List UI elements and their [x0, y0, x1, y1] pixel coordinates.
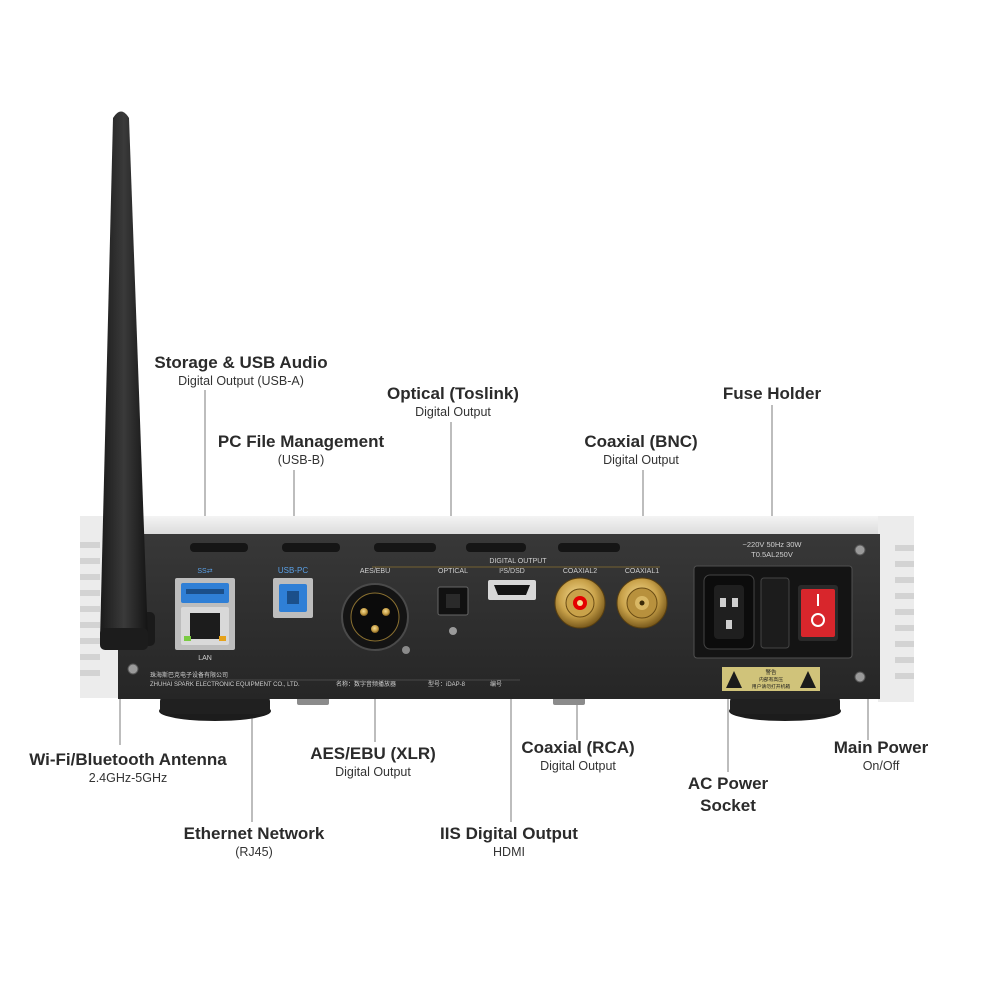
- warning-line1: 内部有高压: [759, 676, 783, 683]
- heatsink-left-fins: [80, 542, 100, 676]
- callout-title: Storage & USB Audio: [154, 353, 328, 372]
- callout-ac-power: AC Power Socket: [688, 773, 768, 817]
- panel-screws: [127, 544, 866, 683]
- callout-iis: IIS Digital Output HDMI: [440, 823, 578, 860]
- callout-title: Optical (Toslink): [387, 384, 519, 403]
- callout-subtitle: Digital Output: [540, 759, 616, 773]
- callout-subtitle: Digital Output: [603, 453, 679, 467]
- callout-title-line2: Socket: [700, 796, 756, 815]
- callout-coax-rca: Coaxial (RCA) Digital Output: [521, 737, 634, 774]
- callout-title: PC File Management: [217, 432, 385, 451]
- fuse-drawer: [760, 577, 790, 649]
- lan-label: LAN: [198, 655, 212, 662]
- callout-title: Coaxial (RCA): [521, 738, 635, 757]
- vent-slots: [190, 543, 620, 552]
- callout-pc-file: PC File Management (USB-B): [218, 431, 384, 468]
- callout-wifi-bt: Wi-Fi/Bluetooth Antenna 2.4GHz-5GHz: [29, 749, 227, 786]
- callout-ethernet: Ethernet Network (RJ45): [184, 823, 325, 860]
- callout-subtitle: 2.4GHz-5GHz: [88, 771, 168, 785]
- warning-title: 警告: [765, 668, 777, 676]
- callout-subtitle: Digital Output: [335, 765, 411, 779]
- callout-subtitle: Digital Output: [415, 405, 491, 419]
- callout-title: AES/EBU (XLR): [310, 744, 436, 763]
- power-spec-line1: ~220V 50Hz 30W: [743, 540, 803, 549]
- i2s-label: I²S/DSD: [499, 568, 525, 575]
- chassis-top: [110, 516, 914, 536]
- manufacturer-cn: 珠海斯巴克电子设备有限公司: [150, 671, 228, 679]
- callout-optical: Optical (Toslink) Digital Output: [387, 383, 519, 420]
- usb-pc-label: USB-PC: [278, 566, 308, 575]
- model-label: 型号：iDAP-8: [428, 680, 466, 688]
- callout-title: Ethernet Network: [183, 824, 325, 843]
- callout-aes-ebu: AES/EBU (XLR) Digital Output: [310, 743, 436, 780]
- callout-title: Coaxial (BNC): [584, 432, 698, 451]
- power-spec-line2: T0.5AL250V: [751, 550, 793, 559]
- feet: [159, 696, 841, 721]
- callout-title: Fuse Holder: [722, 384, 822, 403]
- callout-fuse: Fuse Holder: [723, 383, 821, 404]
- callout-subtitle: On/Off: [862, 759, 900, 773]
- callout-title: Main Power: [833, 738, 929, 757]
- callout-main-power: Main Power On/Off: [834, 737, 928, 774]
- warning-line2: 用户请勿打开机箱: [752, 683, 791, 690]
- serial-label: 编号: [490, 680, 502, 688]
- callout-title: Wi-Fi/Bluetooth Antenna: [29, 750, 227, 769]
- callout-coax-bnc: Coaxial (BNC) Digital Output: [584, 431, 697, 468]
- coaxial2-label: COAXIAL2: [563, 568, 597, 575]
- callout-title: IIS Digital Output: [440, 824, 578, 843]
- heatsink-right-fins: [895, 545, 914, 679]
- optical-label: OPTICAL: [438, 568, 468, 575]
- callout-subtitle: Digital Output (USB-A): [178, 374, 304, 388]
- manufacturer-en: ZHUHAI SPARK ELECTRONIC EQUIPMENT CO., L…: [150, 682, 300, 688]
- product-name-label: 名称：数字音频播放器: [336, 680, 396, 688]
- aes-ebu-label: AES/EBU: [360, 568, 390, 575]
- coaxial1-label: COAXIAL1: [625, 568, 659, 575]
- callout-title-line1: AC Power: [687, 774, 769, 793]
- antenna: [100, 111, 155, 650]
- usb3-label: SS⇄: [197, 568, 212, 575]
- callout-subtitle: HDMI: [493, 845, 525, 859]
- callout-subtitle: (USB-B): [277, 453, 325, 467]
- digital-output-label: DIGITAL OUTPUT: [489, 558, 547, 565]
- callout-storage-usb: Storage & USB Audio Digital Output (USB-…: [154, 352, 327, 389]
- callout-subtitle: (RJ45): [235, 845, 273, 859]
